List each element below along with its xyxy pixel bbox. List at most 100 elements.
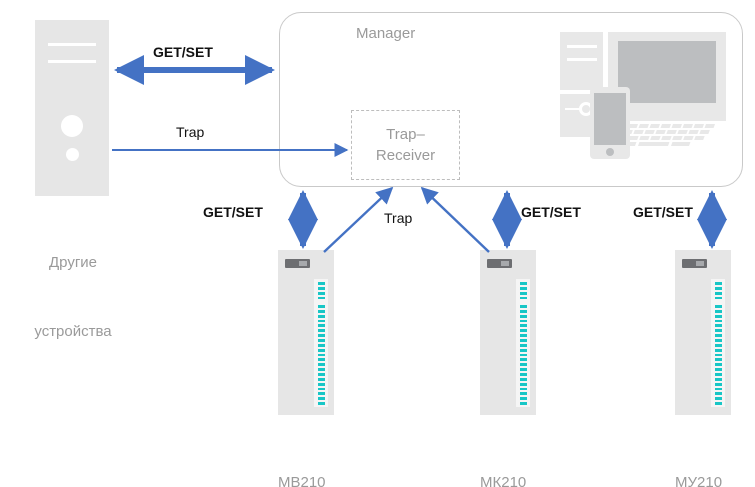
- led-indicator: [317, 382, 325, 386]
- trap-receiver-box: Trap– Receiver: [351, 110, 460, 180]
- led-indicator: [714, 329, 722, 333]
- led-indicator: [714, 397, 722, 401]
- led-indicator: [519, 319, 527, 323]
- module-connector-icon: [487, 259, 512, 268]
- led-indicator: [714, 305, 722, 308]
- led-strip: [314, 279, 328, 407]
- agent3-model: МУ210: [675, 474, 723, 487]
- arrow-trap-agent2: [420, 186, 490, 253]
- led-indicator: [519, 339, 527, 342]
- led-indicator: [317, 309, 325, 313]
- smartphone-icon: [590, 87, 630, 159]
- tower-power-line: [565, 108, 580, 110]
- led-strip: [516, 279, 530, 407]
- agent1-model: МВ210: [278, 474, 326, 487]
- arrow-label-trap-agents: Trap: [384, 210, 413, 226]
- led-indicator: [519, 343, 527, 347]
- led-indicator: [317, 334, 325, 338]
- led-indicator: [714, 377, 722, 381]
- led-indicator: [519, 324, 527, 328]
- other-devices-line1: Другие: [48, 254, 98, 271]
- arrow-label-trap-top: Trap: [176, 124, 205, 140]
- workstation-tower-icon: [560, 32, 603, 137]
- led-indicator: [317, 368, 325, 372]
- led-indicator: [519, 402, 527, 406]
- led-indicator: [519, 286, 527, 290]
- led-indicator: [714, 392, 722, 396]
- other-devices-line2: устройства: [34, 323, 112, 340]
- led-indicator: [317, 387, 325, 391]
- led-indicator: [317, 353, 325, 357]
- led-indicator: [519, 368, 527, 372]
- led-indicator: [519, 334, 527, 338]
- led-indicator: [317, 339, 325, 342]
- led-indicator: [519, 358, 527, 362]
- led-indicator: [317, 329, 325, 333]
- led-indicator: [317, 282, 325, 285]
- led-indicator: [714, 402, 722, 406]
- led-indicator: [714, 282, 722, 285]
- monitor-screen: [618, 41, 716, 103]
- led-indicator: [714, 363, 722, 367]
- led-indicator: [317, 348, 325, 352]
- led-indicator: [519, 392, 527, 396]
- led-indicator: [714, 309, 722, 313]
- led-indicator: [714, 286, 722, 290]
- led-indicator: [714, 382, 722, 386]
- led-indicator: [519, 387, 527, 391]
- led-indicator: [317, 286, 325, 290]
- led-indicator: [519, 329, 527, 333]
- agent3-caption: МУ210 Agent3: [675, 425, 755, 487]
- led-indicator: [519, 309, 527, 313]
- tower-bay-slot: [567, 45, 597, 48]
- tower-bay-slot: [48, 60, 96, 63]
- arrow-label-getset-agent3: GET/SET: [633, 204, 693, 220]
- led-indicator: [519, 397, 527, 401]
- led-indicator: [714, 387, 722, 391]
- led-indicator: [714, 368, 722, 372]
- led-indicator: [519, 373, 527, 376]
- module-connector-icon: [285, 259, 310, 268]
- tower-indicator-large: [61, 115, 83, 137]
- tower-bay-slot: [567, 58, 597, 61]
- led-indicator: [714, 343, 722, 347]
- led-indicator: [714, 314, 722, 318]
- led-indicator: [519, 363, 527, 367]
- trap-receiver-label-line1: Trap–: [386, 126, 425, 143]
- agent2-caption: МК210 Agent2: [480, 425, 610, 487]
- led-indicator: [317, 392, 325, 396]
- led-indicator: [317, 358, 325, 362]
- led-indicator: [714, 358, 722, 362]
- phone-home-button-icon: [606, 148, 614, 156]
- led-indicator: [317, 296, 325, 300]
- led-indicator: [317, 402, 325, 406]
- led-indicator: [519, 382, 527, 386]
- led-indicator: [519, 348, 527, 352]
- led-indicator: [714, 291, 722, 295]
- led-indicator: [317, 373, 325, 376]
- phone-screen: [594, 93, 626, 145]
- led-indicator: [519, 314, 527, 318]
- trap-receiver-label-line2: Receiver: [375, 147, 436, 164]
- led-indicator: [714, 348, 722, 352]
- led-indicator: [714, 334, 722, 338]
- led-indicator: [519, 291, 527, 295]
- led-indicator: [317, 363, 325, 367]
- led-indicator: [714, 324, 722, 328]
- led-indicator: [317, 377, 325, 381]
- led-indicator: [317, 343, 325, 347]
- led-indicator: [317, 314, 325, 318]
- other-devices-tower-icon: [35, 20, 109, 196]
- agent2-model: МК210: [480, 474, 527, 487]
- led-indicator: [714, 296, 722, 300]
- agent1-caption: МВ210 Agent1: [278, 425, 408, 487]
- agent-device-mk210: [480, 250, 536, 415]
- led-indicator: [714, 373, 722, 376]
- led-indicator: [519, 296, 527, 300]
- led-indicator: [317, 291, 325, 295]
- led-indicator: [317, 397, 325, 401]
- led-indicator: [519, 353, 527, 357]
- arrow-label-getset-agent2: GET/SET: [521, 204, 581, 220]
- tower-divider: [560, 90, 603, 94]
